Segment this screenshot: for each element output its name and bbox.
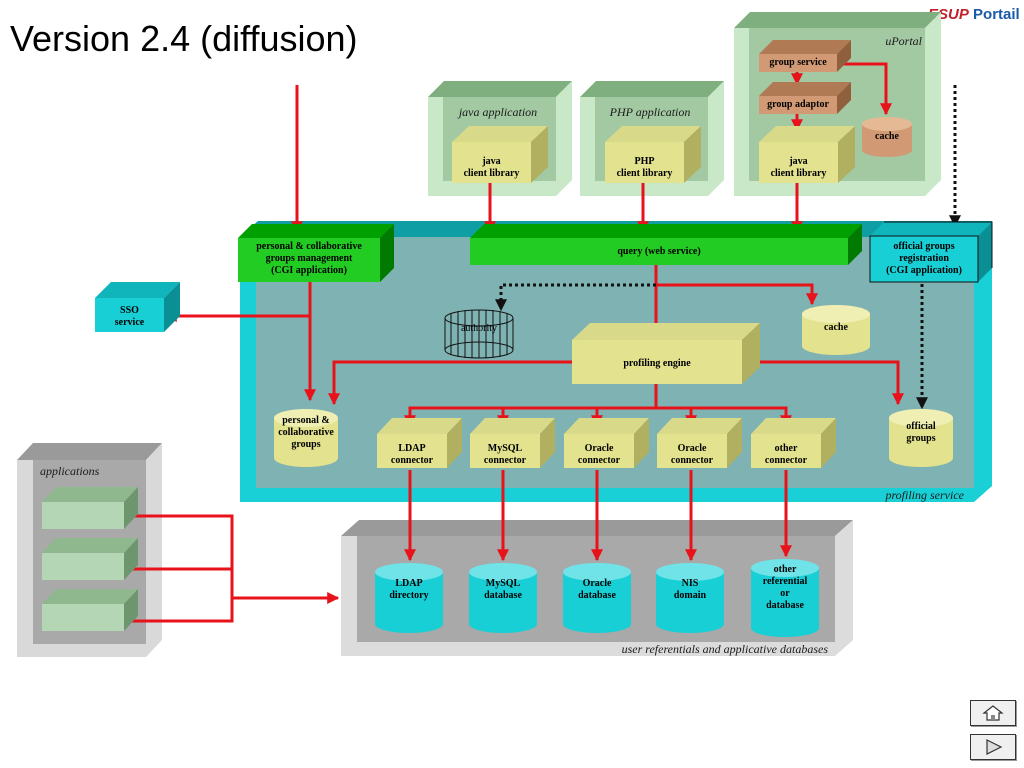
databases-label: user referentials and applicative databa… [621, 642, 828, 656]
home-icon [982, 705, 1004, 721]
query-bar [470, 224, 862, 265]
php-application-label: PHP application [609, 105, 691, 119]
official-groups-cylinder [889, 409, 953, 467]
play-icon [986, 739, 1003, 755]
management-box [238, 224, 394, 282]
client-libraries [452, 126, 855, 183]
group-service-label: group service [769, 57, 827, 68]
connectors [377, 418, 836, 468]
red-arrows [120, 62, 904, 623]
profiling-cache-cylinder [802, 305, 870, 355]
applications-label: applications [40, 464, 100, 478]
authority-cylinder [444, 309, 514, 359]
sso-box [95, 282, 180, 332]
application-items [42, 487, 138, 631]
uportal-cache-label: cache [875, 131, 899, 142]
slide-title: Version 2.4 (diffusion) [10, 18, 358, 59]
official-registration-box [869, 221, 993, 283]
java-application-label: java application [458, 105, 538, 119]
next-slide-button[interactable] [970, 734, 1016, 760]
home-button[interactable] [970, 700, 1016, 726]
database-cylinders [375, 559, 819, 637]
profiling-cache-label: cache [824, 322, 848, 333]
group-adaptor-label: group adaptor [767, 99, 829, 110]
query-web-service-label: query (web service) [617, 246, 701, 257]
profiling-engine-box [572, 323, 760, 384]
profiling-engine-label: profiling engine [623, 358, 691, 369]
dotted-arrows [495, 85, 961, 410]
uportal-label: uPortal [885, 34, 922, 48]
authority-label: authority [460, 323, 498, 334]
uportal-service-boxes [759, 40, 851, 114]
profiling-service-label: profiling service [885, 488, 964, 502]
personal-groups-cylinder [274, 409, 338, 467]
uportal-cache-cylinder [862, 117, 912, 157]
